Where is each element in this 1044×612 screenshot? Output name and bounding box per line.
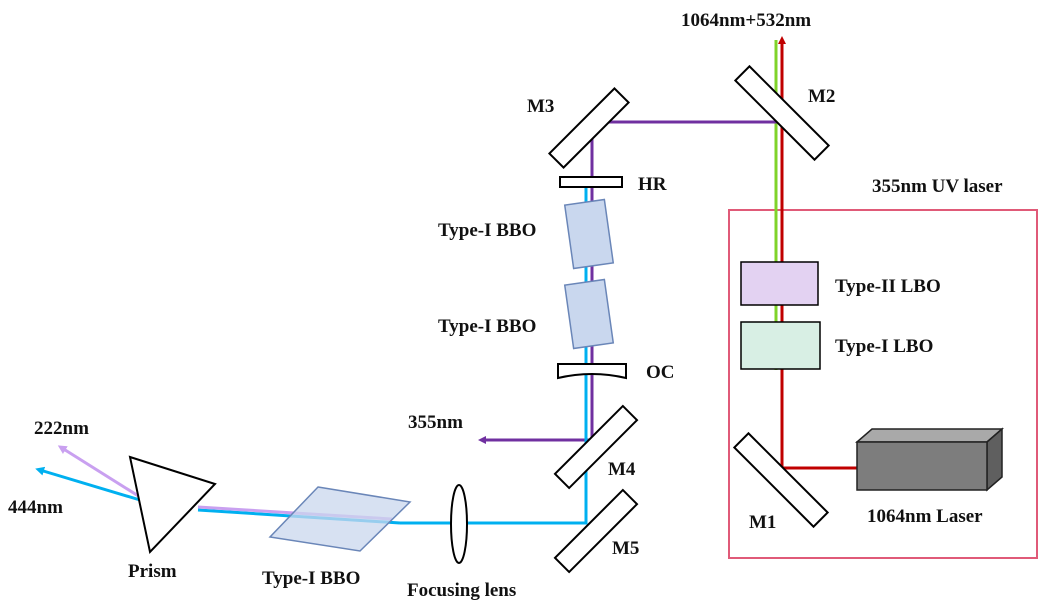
mirror-m2 — [733, 64, 831, 162]
label-m3: M3 — [527, 96, 554, 117]
lbo-type1-crystal — [740, 321, 821, 370]
label-prism: Prism — [128, 561, 177, 582]
label-bbo-lower: Type-I BBO — [438, 316, 536, 337]
label-222nm: 222nm — [34, 418, 89, 439]
uv-laser-box — [728, 209, 1038, 559]
mirror-m1 — [732, 431, 830, 529]
bbo-crystal-lower — [563, 278, 615, 350]
bbo-crystal-shg — [268, 486, 412, 552]
hr-mirror — [559, 176, 623, 188]
label-355nm: 355nm — [408, 412, 463, 433]
focusing-lens — [450, 484, 468, 564]
label-oc: OC — [646, 362, 675, 383]
label-uv-box: 355nm UV laser — [872, 176, 1003, 197]
beam-222nm-out — [57, 445, 141, 499]
label-lbo-type2: Type-II LBO — [835, 276, 941, 297]
label-focusing-lens: Focusing lens — [407, 580, 516, 601]
bbo-crystal-upper — [563, 198, 615, 270]
label-lbo-type1: Type-I LBO — [835, 336, 933, 357]
label-output-top: 1064nm+532nm — [681, 10, 811, 31]
label-hr: HR — [638, 174, 667, 195]
mirror-m5 — [553, 488, 639, 574]
oc-mirror — [557, 363, 627, 380]
label-bbo-shg: Type-I BBO — [262, 568, 360, 589]
mirror-m4 — [553, 404, 639, 490]
prism — [128, 455, 217, 555]
label-m2: M2 — [808, 86, 835, 107]
label-bbo-upper: Type-I BBO — [438, 220, 536, 241]
label-m5: M5 — [612, 538, 639, 559]
label-444nm: 444nm — [8, 497, 63, 518]
label-laser: 1064nm Laser — [867, 506, 983, 527]
label-m1: M1 — [749, 512, 776, 533]
mirror-m3 — [547, 86, 631, 170]
lbo-type2-crystal — [740, 261, 819, 306]
label-m4: M4 — [608, 459, 636, 480]
beam-444nm-out — [35, 466, 141, 502]
laser-1064nm — [854, 427, 1005, 492]
